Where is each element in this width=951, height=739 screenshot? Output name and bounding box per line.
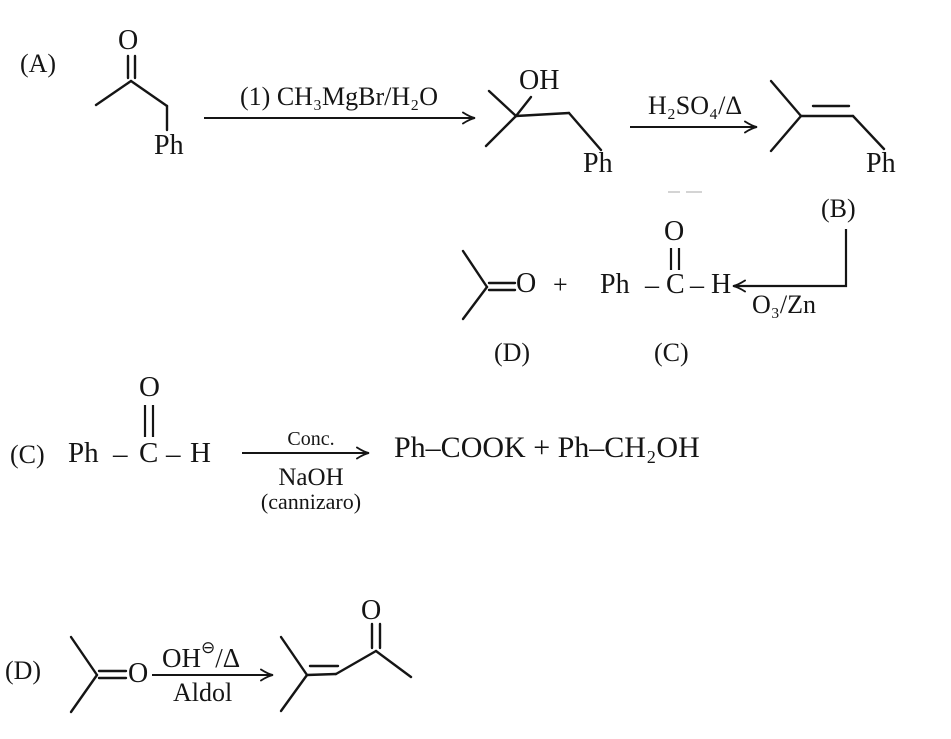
benzaldehyde-carbonyl-o-row2: O bbox=[664, 216, 685, 247]
arrow-ozonolysis bbox=[732, 229, 848, 293]
benzaldehyde-co-double-bond-row2 bbox=[669, 248, 681, 270]
phenylacetone-skeleton bbox=[94, 54, 169, 132]
plus-sign: + bbox=[553, 270, 568, 299]
alcohol-phenyl: Ph bbox=[583, 148, 613, 179]
label-d-row4: (D) bbox=[5, 656, 42, 685]
minus-charge-icon: ⊖ bbox=[201, 638, 216, 658]
cannizzaro-arrow-below-label-2: (cannizaro) bbox=[260, 489, 362, 514]
benzaldehyde-bond1-row2: – bbox=[645, 270, 659, 301]
tert-alcohol-skeleton bbox=[484, 89, 603, 152]
aldol-arrow-below-label: Aldol bbox=[173, 678, 233, 707]
label-c-row3: (C) bbox=[10, 440, 45, 469]
cannizzaro-arrow-below-label-1: NaOH bbox=[278, 464, 344, 491]
step1-reagent-label: (1) CH₃MgBr/H₂O bbox=[240, 82, 438, 111]
step2-reagent-label: H₂SO₄/Δ bbox=[647, 91, 743, 120]
label-b: (B) bbox=[821, 194, 856, 223]
benzaldehyde-ph-row3: Ph bbox=[68, 437, 99, 469]
label-c-row2: (C) bbox=[654, 338, 689, 367]
benzaldehyde-bond2-row3: – bbox=[166, 438, 181, 470]
acetone-carbonyl-o-row4: O bbox=[128, 658, 149, 689]
cannizzaro-arrow-above-label: Conc. bbox=[287, 428, 335, 450]
aldol-reagent-delta: /Δ bbox=[215, 643, 241, 673]
acetone-skeleton-row4 bbox=[69, 635, 128, 714]
ketone-carbonyl-o: O bbox=[118, 25, 139, 56]
label-d-row2: (D) bbox=[494, 338, 531, 367]
cannizzaro-products: Ph–COOK + Ph–CH₂OH bbox=[394, 431, 700, 464]
alkene-phenyl: Ph bbox=[866, 148, 896, 179]
benzaldehyde-h-row3: H bbox=[190, 437, 211, 469]
benzaldehyde-c-row2: C bbox=[666, 269, 685, 300]
label-a: (A) bbox=[20, 49, 57, 78]
benzaldehyde-bond2-row2: – bbox=[690, 270, 704, 301]
ozonolysis-reagent-label: O₃/Zn bbox=[752, 290, 816, 319]
benzaldehyde-bond1-row3: – bbox=[113, 438, 128, 470]
alkene-skeleton bbox=[769, 79, 886, 153]
alcohol-hydroxyl: OH bbox=[519, 65, 560, 96]
aldol-reagent-oh: OH bbox=[162, 643, 201, 673]
benzaldehyde-ph-row2: Ph bbox=[600, 269, 630, 300]
benzaldehyde-c-row3: C bbox=[139, 437, 159, 469]
benzaldehyde-co-double-bond-row3 bbox=[143, 405, 155, 437]
benzaldehyde-carbonyl-o-row3: O bbox=[139, 371, 160, 403]
mesityl-oxide-carbonyl-o: O bbox=[361, 595, 382, 626]
acetone-skeleton-row2 bbox=[461, 249, 517, 321]
aldol-arrow-above-label: OH ⊖ /Δ bbox=[162, 640, 241, 673]
benzaldehyde-h-row2: H bbox=[711, 269, 732, 300]
acetone-carbonyl-o-row2: O bbox=[516, 268, 537, 299]
mesityl-oxide-skeleton bbox=[279, 622, 413, 713]
ketone-phenyl: Ph bbox=[154, 130, 184, 161]
